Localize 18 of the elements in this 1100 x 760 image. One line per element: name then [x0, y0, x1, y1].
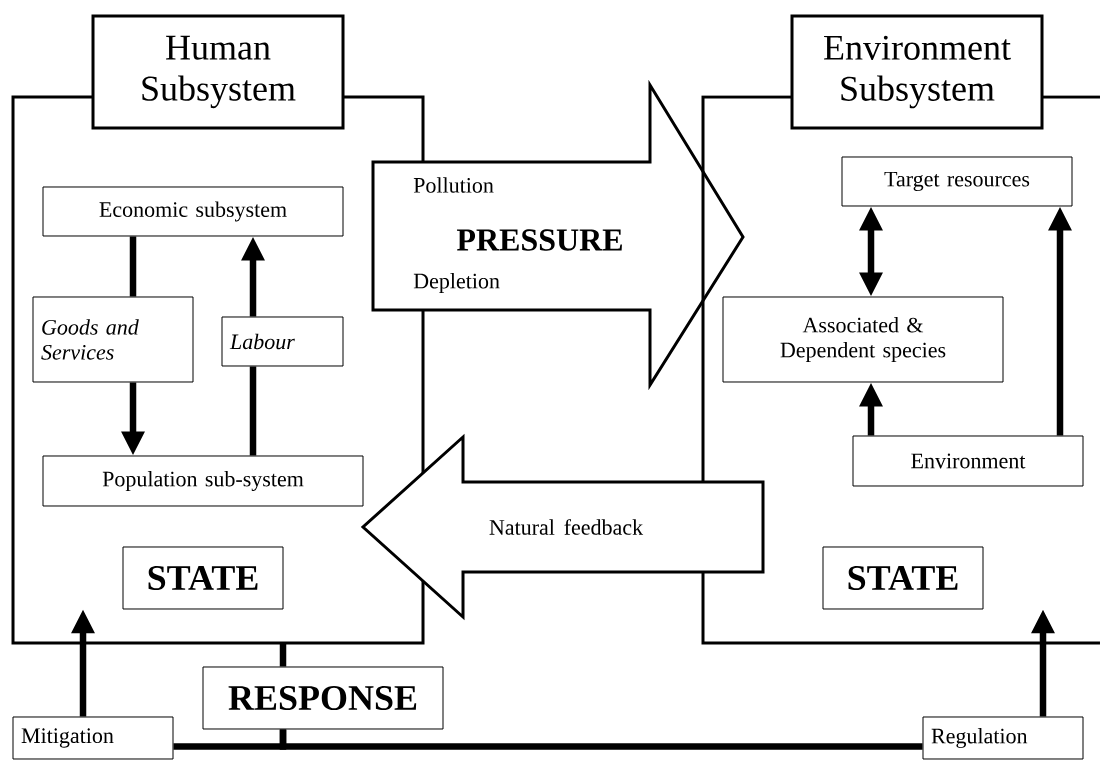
arrow-shaped-box: Natural feedback: [360, 433, 765, 621]
connector-line: [129, 236, 137, 297]
process-box: Mitigation: [12, 716, 174, 760]
process-box: Population sub-system: [42, 455, 364, 507]
connector-line: [249, 366, 257, 456]
label-box: RESPONSE: [202, 666, 444, 730]
arrow-shaped-box: Pollution PRESSURE Depletion: [371, 79, 745, 391]
process-box: Economic subsystem: [42, 186, 344, 237]
process-box: Regulation: [922, 716, 1084, 760]
process-box: Labour: [221, 316, 344, 367]
connector-line: [279, 729, 923, 750]
process-box: Goods and Services: [32, 296, 194, 383]
label-box: STATE: [122, 546, 284, 610]
process-box: Target resources: [841, 156, 1073, 207]
process-box: Associated & Dependent species: [722, 296, 1004, 383]
process-box: Environment: [852, 435, 1084, 487]
label-box: STATE: [822, 546, 984, 610]
connector-line: [279, 643, 287, 667]
